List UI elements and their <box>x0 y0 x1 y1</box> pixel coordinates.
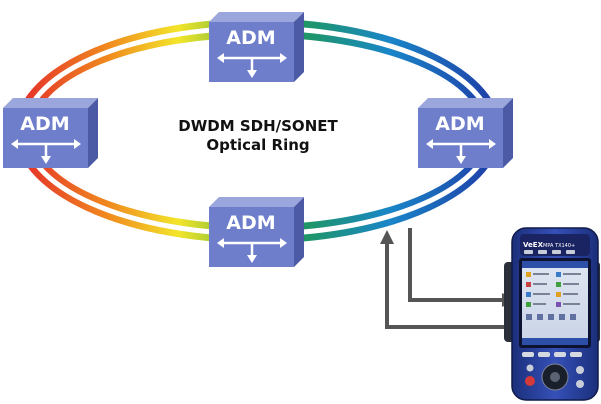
add-drop-arrows-icon <box>217 53 287 78</box>
device-model: MPA TX140+ <box>543 243 575 249</box>
add-drop-arrows-icon <box>217 238 287 263</box>
adm-node-right: ADM <box>418 98 513 168</box>
add-drop-arrows-icon <box>11 139 81 164</box>
adm-label: ADM <box>435 113 484 135</box>
device-key-right-a <box>576 366 584 374</box>
screen-menu-lines <box>533 273 581 305</box>
device-soft-keys <box>522 352 582 357</box>
adm-label: ADM <box>226 212 275 234</box>
test-device: VeEX MPA TX140+ <box>504 227 600 401</box>
ring-title-line1: DWDM SDH/SONET <box>178 117 338 135</box>
device-key-left <box>526 364 534 372</box>
screen-header-bar <box>522 261 588 268</box>
screen-menu-icons <box>526 272 576 320</box>
add-drop-arrows-icon <box>426 139 496 164</box>
connection-line-in <box>385 242 515 329</box>
ring-title-line2: Optical Ring <box>206 136 309 154</box>
device-nav-center <box>550 372 560 382</box>
adm-node-bottom: ADM <box>209 197 304 267</box>
adm-node-left: ADM <box>3 98 98 168</box>
arrow-head-to-ring <box>380 230 394 244</box>
connection-line-out <box>408 228 505 302</box>
device-top-buttons <box>524 250 575 254</box>
device-key-right-b <box>576 380 584 388</box>
device-power-button <box>525 376 535 386</box>
device-brand: VeEX <box>523 241 544 249</box>
adm-label: ADM <box>226 27 275 49</box>
adm-label: ADM <box>20 113 69 135</box>
test-connections <box>380 228 516 329</box>
adm-node-top: ADM <box>209 12 304 82</box>
screen-status-bar <box>522 338 588 345</box>
